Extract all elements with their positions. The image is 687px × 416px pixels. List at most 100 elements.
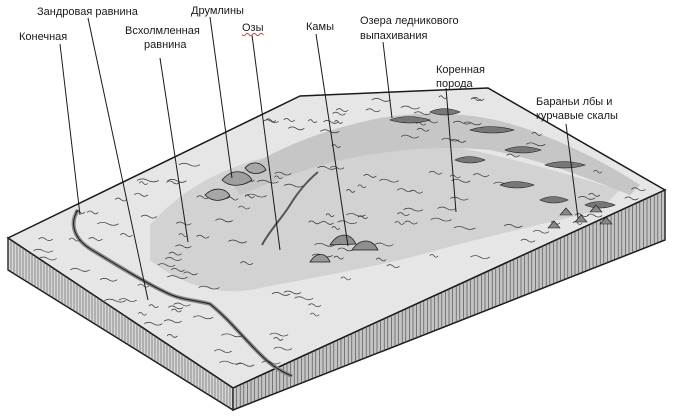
relief-stroke (68, 237, 81, 242)
relief-stroke (333, 255, 344, 260)
relief-stroke (170, 268, 185, 272)
leader-barany (565, 123, 579, 219)
relief-stroke (167, 179, 187, 183)
relief-stroke (449, 196, 469, 201)
leader-ozera (382, 41, 393, 119)
relief-stroke (283, 118, 295, 122)
relief-stroke (157, 263, 176, 267)
roche-moutonnee (599, 216, 613, 225)
relief-stroke (317, 166, 337, 170)
relief-stroke (138, 181, 148, 186)
roche-moutonnee (547, 220, 561, 229)
relief-stroke (228, 239, 248, 244)
relief-stroke (38, 237, 53, 241)
kame-3 (309, 254, 331, 263)
relief-stroke (331, 226, 341, 230)
relief-stroke (470, 97, 481, 102)
relief-stroke (144, 321, 163, 326)
relief-stroke (400, 105, 420, 110)
drumlin-2 (204, 188, 231, 201)
roche-moutonnee (559, 207, 573, 216)
label-ozy-text: Озы (242, 22, 264, 34)
leader-drumliny (209, 16, 233, 179)
relief-stroke (148, 304, 159, 308)
relief-stroke (429, 253, 439, 258)
relief-stroke (363, 174, 377, 178)
relief-stroke (166, 275, 188, 279)
label-konechnaya: Конечная (19, 31, 68, 43)
relief-stroke (168, 305, 184, 310)
relief-stroke (166, 180, 181, 185)
glacial-lake (469, 126, 516, 134)
relief-stroke (531, 132, 542, 136)
relief-stroke (403, 207, 424, 212)
relief-stroke (244, 193, 268, 198)
roche-moutonnee (574, 214, 588, 223)
label-drumliny: Друмлины (191, 5, 244, 17)
relief-stroke (257, 179, 279, 184)
right-side-hatching (232, 190, 666, 410)
relief-stroke (533, 229, 549, 234)
relief-stroke (314, 242, 336, 247)
relief-stroke (386, 264, 400, 269)
relief-stroke (451, 178, 471, 183)
relief-stroke (164, 257, 182, 261)
relief-stroke (624, 196, 639, 201)
relief-stroke (183, 271, 198, 276)
label-zandrovaya: Зандровая равнина (37, 6, 138, 18)
relief-stroke (449, 138, 467, 143)
relief-stroke (320, 220, 334, 225)
relief-stroke (273, 346, 293, 351)
label-korennaya-line1: Коренная (436, 64, 485, 76)
relief-stroke (198, 285, 220, 290)
relief-stroke (577, 196, 596, 200)
relief-stroke (309, 312, 320, 317)
relief-stroke (226, 196, 239, 201)
label-barany-line1: Бараньи лбы и (536, 96, 613, 108)
relief-stroke (88, 237, 103, 241)
relief-stroke (330, 165, 345, 170)
relief-stroke (265, 118, 277, 123)
relief-stroke (525, 142, 546, 147)
terminal-moraine-edge (73, 209, 293, 377)
relief-stroke (196, 234, 210, 239)
relief-stroke (171, 308, 182, 313)
relief-stroke (38, 256, 57, 261)
relief-stroke (404, 220, 418, 225)
relief-stroke (394, 221, 405, 225)
relief-stroke (332, 111, 346, 116)
relief-strokes (33, 95, 646, 367)
relief-stroke (263, 119, 279, 124)
relief-stroke (335, 108, 349, 112)
relief-stroke (97, 221, 119, 226)
leader-konechnaya (59, 43, 81, 216)
relief-stroke (168, 251, 182, 256)
drumlin-3 (244, 162, 267, 174)
relief-stroke (86, 210, 99, 215)
relief-stroke (238, 205, 251, 210)
relief-stroke (374, 242, 394, 247)
roche-moutonnee (589, 204, 603, 213)
relief-stroke (588, 193, 601, 197)
relief-stroke (449, 174, 461, 179)
label-korennaya-line2: порода (436, 78, 473, 90)
glacial-lake (389, 116, 431, 124)
relief-stroke (219, 360, 241, 365)
leader-kamy (315, 33, 349, 247)
relief-stroke (214, 349, 232, 353)
kame-2 (351, 240, 379, 251)
relief-stroke (175, 221, 192, 226)
relief-stroke (215, 218, 233, 223)
relief-stroke (586, 213, 603, 218)
leader-ozy (251, 34, 281, 251)
relief-stroke (273, 337, 284, 341)
relief-stroke (357, 184, 367, 189)
relief-stroke (365, 108, 381, 113)
relief-stroke (70, 268, 91, 272)
relief-stroke (33, 248, 54, 253)
relief-stroke (379, 178, 399, 183)
relief-stroke (288, 126, 305, 131)
label-ozera-line1: Озера ледникового (360, 15, 459, 27)
relief-stroke (118, 298, 137, 302)
